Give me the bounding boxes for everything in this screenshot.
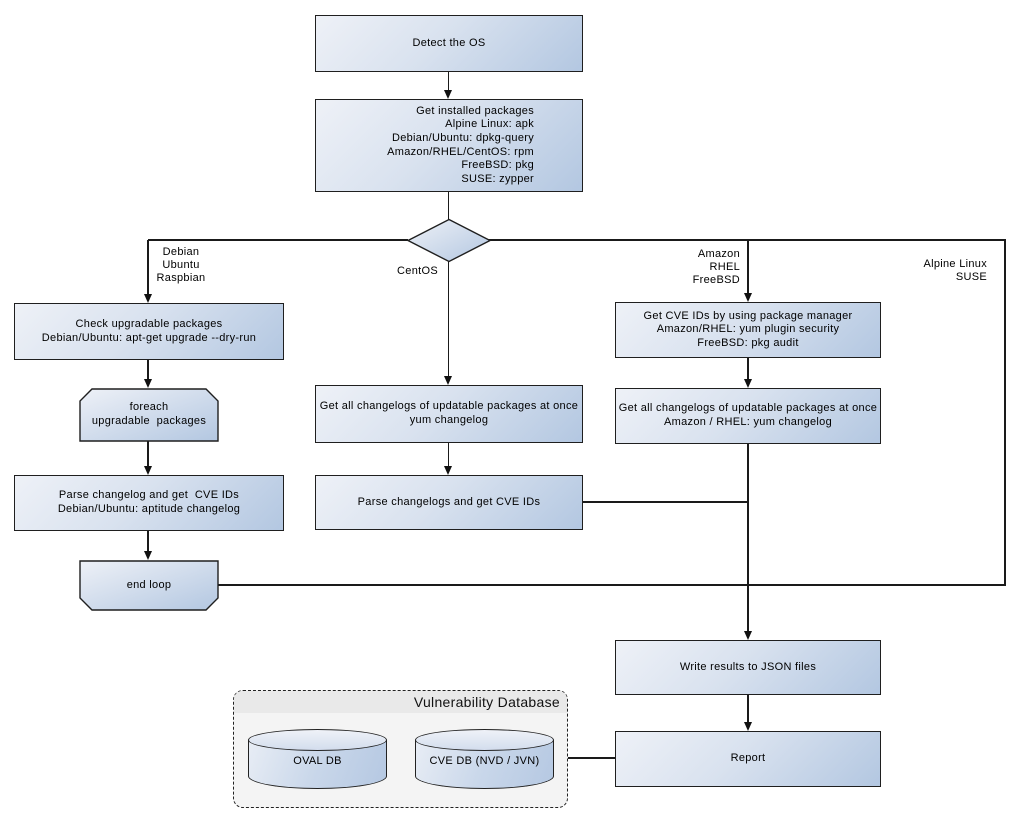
node-text: Report bbox=[731, 752, 766, 766]
edge-db-to-report bbox=[568, 757, 615, 759]
node-text: Write results to JSON files bbox=[680, 661, 816, 675]
arrowhead-into-parse-deb bbox=[143, 465, 152, 475]
cylinder-top-ellipse bbox=[415, 729, 554, 751]
node-line: yum changelog bbox=[409, 414, 489, 426]
node-line: FreeBSD: pkg audit bbox=[697, 336, 799, 349]
edge-write-to-report bbox=[747, 695, 749, 723]
node-text: Get CVE IDs by using package manager Ama… bbox=[644, 310, 853, 351]
node-text: Parse changelogs and get CVE IDs bbox=[358, 496, 541, 510]
node-line: Get CVE IDs by using package manager bbox=[643, 309, 853, 322]
edge-yum-changelogs-to-parse bbox=[448, 443, 450, 467]
node-line: Debian/Ubuntu: apt-get upgrade --dry-run bbox=[41, 331, 257, 344]
node-end-loop: end loop bbox=[79, 560, 219, 611]
node-line: Get installed packages bbox=[416, 104, 534, 117]
edge-branch-right bbox=[488, 239, 1006, 241]
branch-label-centos: CentOS bbox=[390, 265, 445, 278]
branch-label-debian: Debian Ubuntu Raspbian bbox=[150, 246, 212, 286]
arrowhead-into-parse-yum bbox=[444, 465, 452, 475]
node-get-installed-packages: Get installed packages Alpine Linux: apk… bbox=[315, 99, 583, 192]
edge-parse-to-endloop bbox=[147, 531, 149, 552]
cylinder-label: OVAL DB bbox=[293, 755, 342, 767]
node-line: Get all changelogs of updatable packages… bbox=[319, 400, 579, 413]
arrowhead-into-changelogs-amazon bbox=[743, 378, 752, 388]
node-line: Amazon/RHEL/CentOS: rpm bbox=[387, 145, 534, 158]
arrowhead-into-packages bbox=[444, 89, 452, 99]
node-parse-changelog-deb: Parse changelog and get CVE IDs Debian/U… bbox=[14, 475, 284, 531]
node-foreach-loop: foreach upgradable packages bbox=[79, 388, 219, 442]
node-line: Debian/Ubuntu: aptitude changelog bbox=[57, 503, 241, 515]
node-get-changelogs-yum: Get all changelogs of updatable packages… bbox=[315, 385, 583, 443]
node-report: Report bbox=[615, 731, 881, 787]
node-check-upgradable: Check upgradable packages Debian/Ubuntu:… bbox=[14, 303, 284, 360]
node-text: Parse changelog and get CVE IDs Debian/U… bbox=[58, 489, 240, 516]
node-line: Detect the OS bbox=[412, 36, 486, 49]
node-detect-os: Detect the OS bbox=[315, 15, 583, 72]
branch-label-line: Amazon bbox=[697, 248, 740, 260]
node-line: Amazon/RHEL: yum plugin security bbox=[656, 323, 840, 336]
arrowhead-into-endloop bbox=[143, 550, 152, 560]
edge-packages-to-decision bbox=[448, 192, 450, 221]
branch-label-amazon: Amazon RHEL FreeBSD bbox=[678, 248, 740, 288]
arrowhead-into-write-results bbox=[743, 630, 752, 640]
edge-endloop-merge bbox=[218, 584, 1005, 586]
node-line: Debian/Ubuntu: dpkg-query bbox=[391, 131, 534, 144]
arrowhead-into-foreach bbox=[143, 378, 152, 388]
node-get-changelogs-amazon: Get all changelogs of updatable packages… bbox=[615, 388, 881, 444]
branch-label-line: SUSE bbox=[955, 271, 987, 284]
vulnerability-database-title: Vulnerability Database bbox=[413, 694, 560, 710]
branch-label-line: Ubuntu bbox=[162, 259, 200, 272]
edge-foreach-to-parse bbox=[147, 441, 149, 467]
node-text: end loop bbox=[79, 560, 219, 611]
cylinder-top-ellipse bbox=[248, 729, 387, 751]
node-line: Write results to JSON files bbox=[679, 660, 817, 673]
node-line: Amazon / RHEL: yum changelog bbox=[664, 416, 832, 428]
node-text: Get installed packages Alpine Linux: apk… bbox=[387, 105, 534, 187]
node-line: SUSE: zypper bbox=[461, 172, 534, 185]
arrowhead-into-report bbox=[743, 721, 752, 731]
node-os-decision-diamond bbox=[406, 217, 492, 264]
edge-detect-to-packages bbox=[448, 71, 450, 91]
edge-branch-alpine-down bbox=[1004, 240, 1006, 586]
edge-trunk-to-write-results bbox=[747, 444, 749, 632]
node-text: Get all changelogs of updatable packages… bbox=[619, 402, 877, 429]
edge-branch-amazon-down bbox=[747, 240, 749, 294]
branch-label-line: FreeBSD bbox=[692, 274, 740, 287]
database-cylinder-cve-db: CVE DB (NVD / JVN) bbox=[415, 729, 554, 789]
node-text: Detect the OS bbox=[413, 37, 486, 51]
branch-label-line: RHEL bbox=[709, 261, 740, 274]
node-line: end loop bbox=[126, 578, 172, 591]
node-text: Check upgradable packages Debian/Ubuntu:… bbox=[42, 318, 256, 345]
node-line: Get all changelogs of updatable packages… bbox=[618, 402, 878, 415]
node-line: Parse changelogs and get CVE IDs bbox=[357, 495, 541, 508]
node-text: Get all changelogs of updatable packages… bbox=[320, 400, 578, 427]
branch-label-line: Raspbian bbox=[156, 272, 206, 285]
vulnerability-database-header: Vulnerability Database bbox=[234, 691, 567, 713]
node-line: Report bbox=[730, 752, 766, 765]
branch-label-line: Debian bbox=[162, 246, 200, 258]
node-get-cve-ids-pkg-mgr: Get CVE IDs by using package manager Ama… bbox=[615, 302, 881, 358]
arrowhead-into-yum-changelogs bbox=[444, 375, 452, 385]
branch-label-alpine: Alpine Linux SUSE bbox=[895, 258, 987, 284]
node-parse-changelogs-yum: Parse changelogs and get CVE IDs bbox=[315, 475, 583, 530]
branch-label-line: CentOS bbox=[397, 265, 438, 277]
edge-check-to-foreach bbox=[147, 359, 149, 380]
node-line: Alpine Linux: apk bbox=[445, 118, 534, 131]
database-cylinder-oval-db: OVAL DB bbox=[248, 729, 387, 789]
node-write-results: Write results to JSON files bbox=[615, 640, 881, 695]
node-line: foreach bbox=[129, 401, 169, 414]
cylinder-label: CVE DB (NVD / JVN) bbox=[429, 755, 540, 767]
node-line: Check upgradable packages bbox=[75, 317, 223, 330]
edge-branch-left bbox=[148, 239, 408, 241]
node-text: foreach upgradable packages bbox=[79, 388, 219, 442]
node-line: FreeBSD: pkg bbox=[461, 159, 534, 172]
edge-cveids-to-changelogs bbox=[747, 358, 749, 380]
node-line: Parse changelog and get CVE IDs bbox=[58, 489, 240, 502]
edge-branch-debian-down bbox=[147, 240, 149, 295]
edge-decision-to-yum-changelogs bbox=[448, 260, 450, 377]
arrowhead-into-check-upgradable bbox=[143, 293, 152, 303]
branch-label-line: Alpine Linux bbox=[923, 258, 987, 270]
node-line: upgradable packages bbox=[91, 415, 207, 427]
arrowhead-into-get-cveids bbox=[743, 292, 752, 302]
edge-parse-yum-merge bbox=[583, 501, 748, 503]
